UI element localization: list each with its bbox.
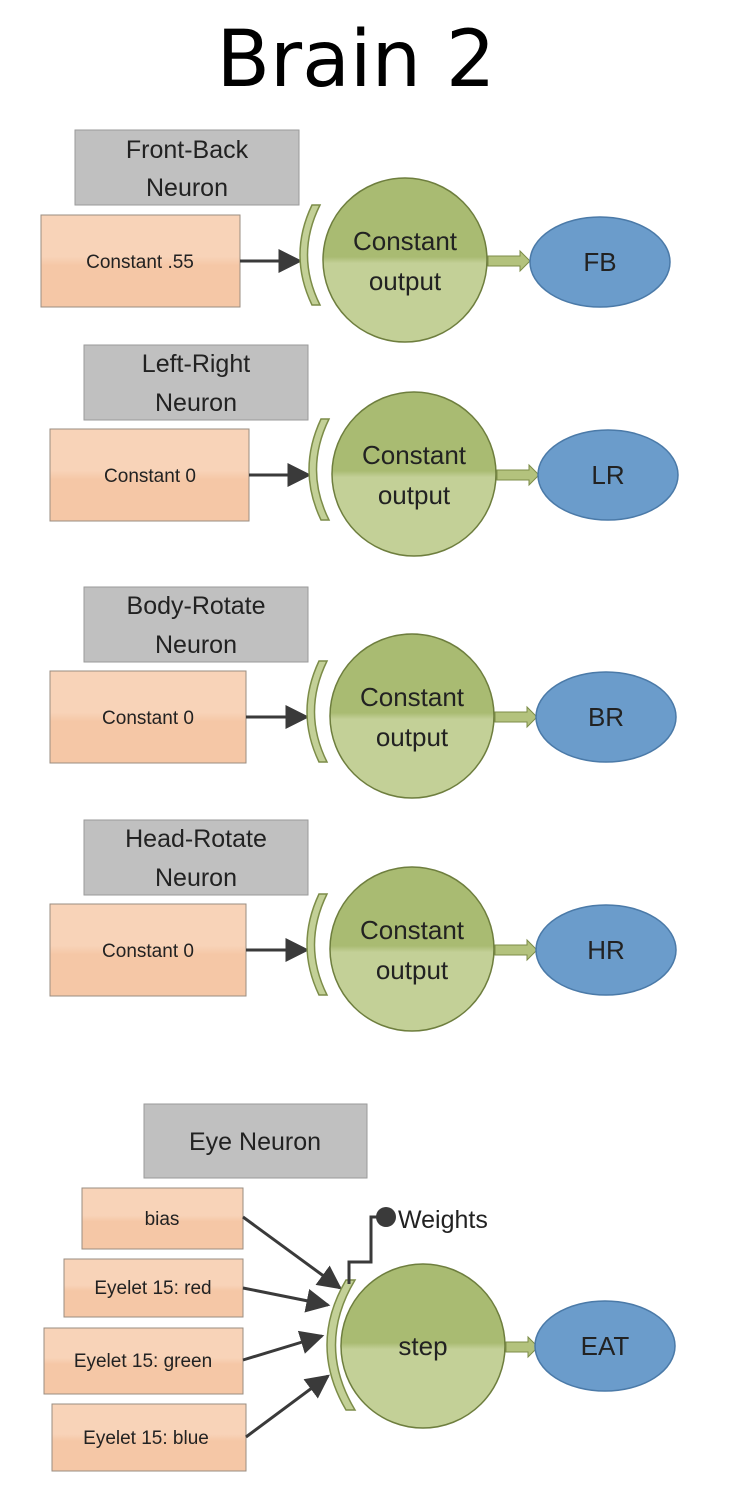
input-arrow-red xyxy=(242,1286,331,1313)
core-label-line2: output xyxy=(378,480,451,510)
input-arrow-green xyxy=(242,1330,325,1362)
synapse-arc xyxy=(308,418,331,521)
output-label: FB xyxy=(583,247,616,277)
output-node xyxy=(534,1300,676,1392)
input-label-red: Eyelet 15: red xyxy=(94,1278,211,1299)
output-node xyxy=(537,429,679,521)
output-arrow xyxy=(496,463,540,487)
output-node xyxy=(529,216,671,308)
output-node xyxy=(535,671,677,763)
neuron-core xyxy=(329,866,495,1032)
neuron-header-line1: Head-Rotate xyxy=(125,825,267,853)
core-label-line2: output xyxy=(369,266,442,296)
input-box xyxy=(49,428,250,522)
neuron-header-line2: Neuron xyxy=(146,174,228,202)
input-arrow-bias xyxy=(242,1215,342,1290)
input-label: Constant 0 xyxy=(102,941,194,962)
neuron-eye: Eye Neuron bias Eyelet 15: red Eyelet 15… xyxy=(43,1103,676,1472)
output-node xyxy=(535,904,677,996)
neuron-header-label: Eye Neuron xyxy=(189,1128,321,1156)
core-label-line1: Constant xyxy=(353,226,458,256)
neuron-head-rotate: Head-Rotate Neuron Constant 0 Constant o… xyxy=(49,819,677,1032)
input-label-blue: Eyelet 15: blue xyxy=(83,1428,209,1449)
input-box-red xyxy=(63,1258,244,1318)
output-label: EAT xyxy=(581,1331,630,1361)
core-label-line2: output xyxy=(376,722,449,752)
synapse-arc xyxy=(326,1279,357,1411)
weights-dot xyxy=(376,1207,396,1227)
neuron-header-line1: Front-Back xyxy=(126,136,249,164)
neuron-left-right: Left-Right Neuron Constant 0 Constant ou… xyxy=(49,344,679,557)
input-box-green xyxy=(43,1327,244,1395)
input-arrow-blue xyxy=(245,1374,330,1439)
neuron-header-line2: Neuron xyxy=(155,389,237,417)
weights-label: Weights xyxy=(398,1206,488,1234)
synapse-arc xyxy=(299,204,322,306)
input-label: Constant 0 xyxy=(104,466,196,487)
neuron-header-box xyxy=(143,1103,368,1179)
core-label-line2: output xyxy=(376,955,449,985)
neuron-front-back: Front-Back Neuron Constant .55 Constant … xyxy=(40,129,671,343)
output-arrow xyxy=(505,1335,539,1359)
core-label-line1: Constant xyxy=(360,682,465,712)
output-arrow xyxy=(494,938,538,962)
output-label: HR xyxy=(587,935,625,965)
output-label: LR xyxy=(591,460,624,490)
neuron-core xyxy=(322,177,488,343)
input-label-green: Eyelet 15: green xyxy=(74,1351,212,1372)
weights-connector xyxy=(347,1215,384,1284)
neuron-header-box xyxy=(83,344,309,421)
synapse-arc xyxy=(306,660,329,763)
output-label: BR xyxy=(588,702,624,732)
input-label: Constant 0 xyxy=(102,708,194,729)
core-label: step xyxy=(398,1331,447,1361)
core-label-line1: Constant xyxy=(362,440,467,470)
synapse-arc xyxy=(306,893,329,996)
input-box-blue xyxy=(51,1403,247,1472)
neuron-header-line2: Neuron xyxy=(155,631,237,659)
input-label-bias: bias xyxy=(145,1209,180,1230)
neuron-header-line1: Body-Rotate xyxy=(127,592,266,620)
neuron-header-box xyxy=(74,129,300,206)
neuron-core xyxy=(340,1263,506,1429)
input-label: Constant .55 xyxy=(86,252,194,273)
core-label-line1: Constant xyxy=(360,915,465,945)
neuron-core xyxy=(329,633,495,799)
neuron-header-box xyxy=(83,819,309,896)
neuron-header-line1: Left-Right xyxy=(142,350,250,378)
page-title: Brain 2 xyxy=(217,15,496,105)
neuron-header-line2: Neuron xyxy=(155,864,237,892)
input-box xyxy=(49,903,247,997)
input-box-bias xyxy=(81,1187,244,1250)
input-box xyxy=(40,214,241,308)
neuron-body-rotate: Body-Rotate Neuron Constant 0 Constant o… xyxy=(49,586,677,799)
output-arrow xyxy=(487,249,531,273)
neuron-header-box xyxy=(83,586,309,663)
output-arrow xyxy=(494,705,538,729)
input-box xyxy=(49,670,247,764)
neuron-core xyxy=(331,391,497,557)
